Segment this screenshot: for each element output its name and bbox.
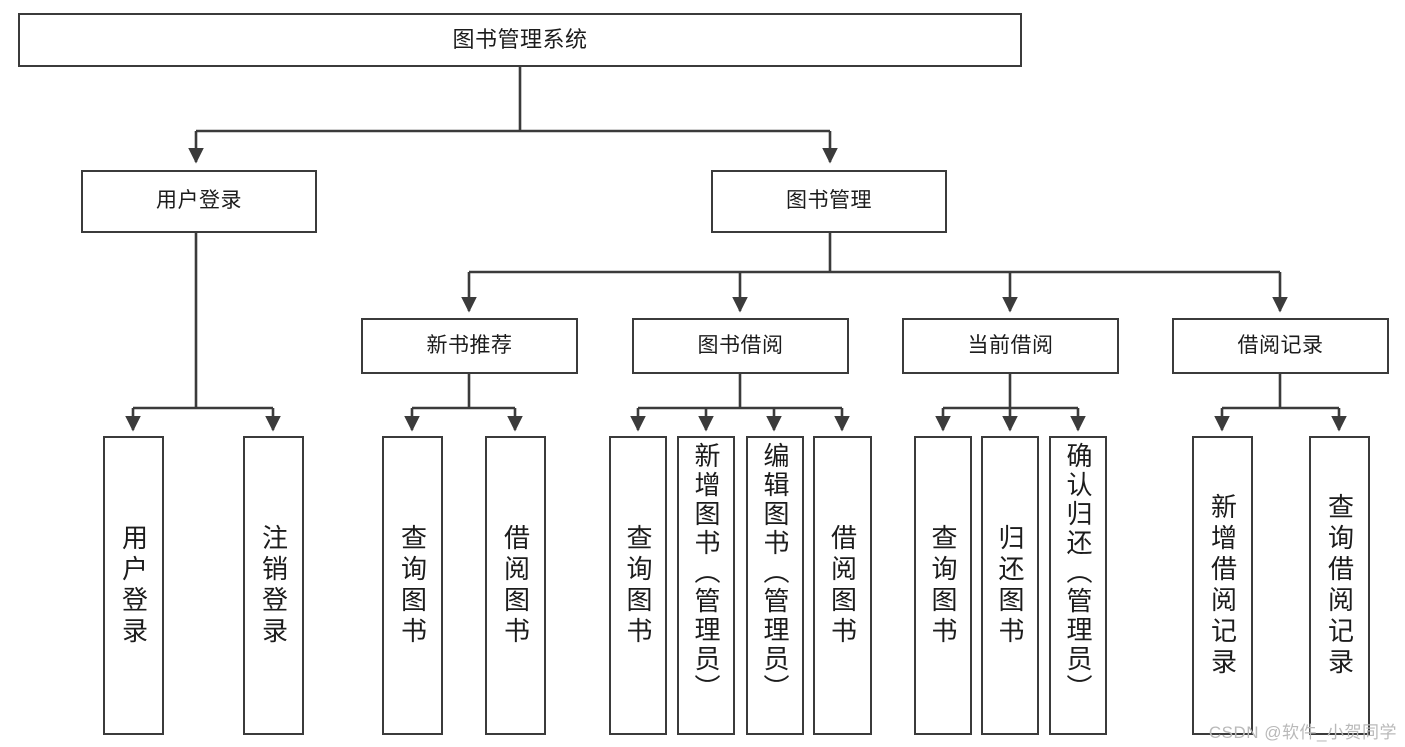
leaf-query-book-current[interactable]: 查询图书 (914, 436, 972, 735)
node-label: 借阅记录 (1237, 333, 1324, 357)
node-label: 用户登录 (156, 189, 242, 213)
node-root-system[interactable]: 图书管理系统 (18, 13, 1022, 67)
node-label: 用户登录 (118, 523, 149, 648)
leaf-logout[interactable]: 注销登录 (243, 436, 304, 735)
node-label: 借阅图书 (827, 523, 858, 648)
leaf-add-borrow-record[interactable]: 新增借阅记录 (1192, 436, 1253, 735)
leaf-edit-book-admin[interactable]: 编辑图书（管理员） (746, 436, 804, 735)
node-label: 注销登录 (258, 523, 289, 648)
leaf-add-book-admin[interactable]: 新增图书（管理员） (677, 436, 735, 735)
leaf-query-book-newbook[interactable]: 查询图书 (382, 436, 443, 735)
node-label: 图书管理系统 (452, 27, 588, 53)
node-book-management[interactable]: 图书管理 (711, 170, 947, 233)
node-book-borrow[interactable]: 图书借阅 (632, 318, 849, 374)
node-label: 查询图书 (397, 523, 428, 648)
leaf-query-book-borrow[interactable]: 查询图书 (609, 436, 667, 735)
leaf-return-book[interactable]: 归还图书 (981, 436, 1039, 735)
node-label: 图书管理 (786, 189, 872, 213)
node-current-borrow[interactable]: 当前借阅 (902, 318, 1119, 374)
watermark-text: CSDN @软件_小贺同学 (1208, 723, 1397, 742)
node-label: 查询图书 (928, 523, 958, 648)
leaf-borrow-book-newbook[interactable]: 借阅图书 (485, 436, 546, 735)
leaf-confirm-return-admin[interactable]: 确认归还（管理员） (1049, 436, 1107, 735)
leaf-user-login[interactable]: 用户登录 (103, 436, 164, 735)
node-label: 新书推荐 (426, 333, 513, 357)
leaf-borrow-book[interactable]: 借阅图书 (813, 436, 872, 735)
node-label: 编辑图书（管理员） (760, 442, 790, 703)
node-label: 确认归还（管理员） (1063, 442, 1093, 703)
node-label: 查询图书 (623, 523, 653, 648)
node-label: 图书借阅 (697, 333, 784, 357)
node-borrow-record[interactable]: 借阅记录 (1172, 318, 1389, 374)
node-label: 借阅图书 (500, 523, 531, 648)
node-label: 新增借阅记录 (1207, 492, 1238, 679)
node-new-book-recommend[interactable]: 新书推荐 (361, 318, 578, 374)
node-label: 新增图书（管理员） (691, 442, 721, 703)
node-label: 归还图书 (995, 523, 1025, 648)
node-label: 查询借阅记录 (1324, 492, 1355, 679)
leaf-query-borrow-record[interactable]: 查询借阅记录 (1309, 436, 1370, 735)
node-label: 当前借阅 (967, 333, 1054, 357)
node-user-login[interactable]: 用户登录 (81, 170, 317, 233)
